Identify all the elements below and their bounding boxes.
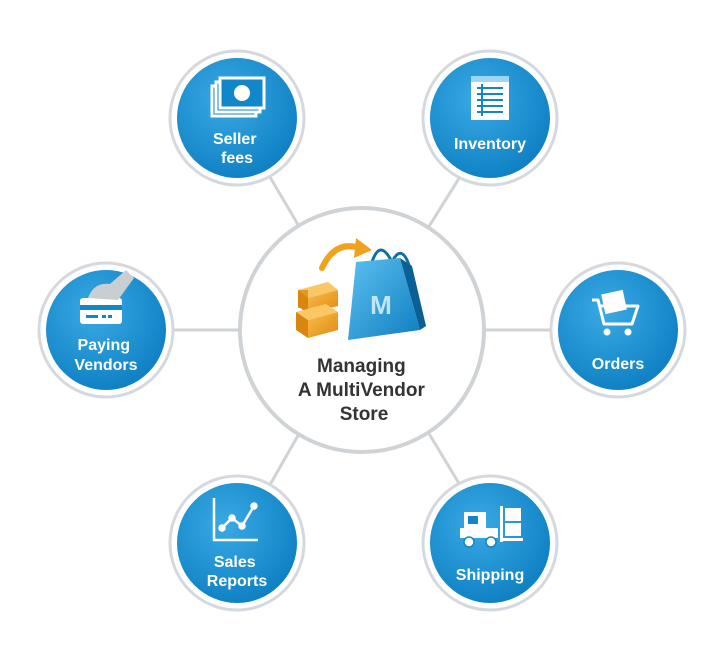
- center-node: M Managing A MultiVendor Store: [238, 206, 486, 454]
- shopping-bag-with-boxes-icon: M: [296, 238, 426, 340]
- inventory-sheet-icon: [471, 76, 509, 120]
- connector-seller-fees: [265, 171, 302, 229]
- node-inventory-label: Inventory: [454, 136, 526, 153]
- center-title-line-1: Managing: [317, 356, 406, 377]
- node-seller-fees-label-2: fees: [221, 150, 253, 167]
- node-inventory: Inventory: [421, 49, 559, 187]
- node-seller-fees: Seller fees: [168, 49, 306, 187]
- connector-shipping: [426, 431, 465, 491]
- line-chart-icon: [212, 498, 258, 542]
- shopping-cart-icon: [592, 289, 640, 336]
- svg-text:Paying Vendors: Paying Vendors: [74, 337, 137, 374]
- node-sales-reports-label-2: Reports: [207, 573, 268, 590]
- node-paying-vendors-label-1: Paying: [78, 337, 130, 354]
- forklift-icon: [460, 506, 523, 548]
- node-orders: Orders: [549, 261, 687, 399]
- connectors: [173, 171, 555, 491]
- center-title-line-3: Store: [340, 404, 389, 425]
- money-bills-icon: [210, 76, 266, 118]
- node-sales-reports-label-1: Sales: [214, 554, 256, 571]
- node-sales-reports: Sales Reports: [168, 474, 306, 612]
- bag-letter: M: [370, 290, 392, 320]
- connector-inventory: [426, 171, 465, 229]
- node-paying-vendors: Paying Vendors: [37, 261, 175, 399]
- node-seller-fees-label-1: Seller: [213, 131, 257, 148]
- svg-text:Seller fees: Seller fees: [213, 131, 261, 167]
- center-title: Managing A MultiVendor Store: [298, 356, 430, 425]
- node-shipping-label: Shipping: [456, 567, 524, 584]
- node-paying-vendors-label-2: Vendors: [74, 357, 137, 374]
- payment-card-hand-icon: [80, 270, 134, 324]
- node-orders-label: Orders: [592, 356, 645, 373]
- connector-sales-reports: [265, 431, 302, 491]
- node-shipping: Shipping: [421, 474, 559, 612]
- center-title-line-2: A MultiVendor: [298, 380, 426, 401]
- svg-text:Sales Reports: Sales Reports: [207, 554, 268, 590]
